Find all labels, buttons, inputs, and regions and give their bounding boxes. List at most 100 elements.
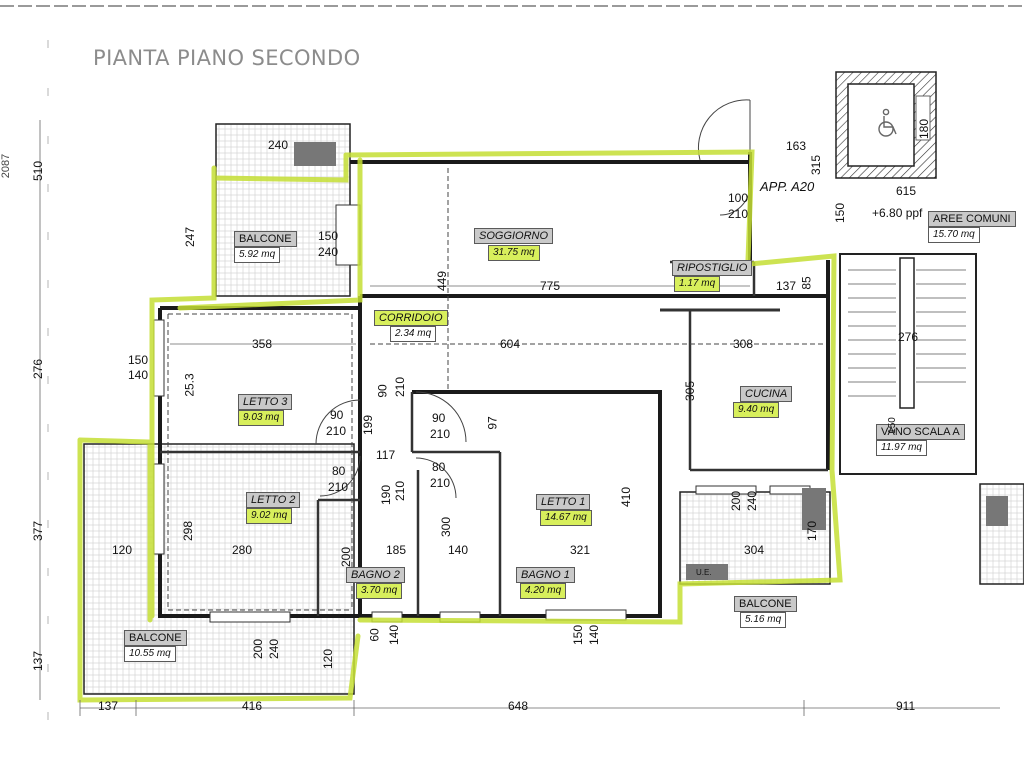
dim-label: 416 — [242, 699, 263, 713]
dim-label: 60 — [367, 628, 382, 642]
dim-label: 775 — [540, 279, 561, 293]
dim-label: 911 — [896, 699, 916, 713]
dim-label: 137 — [98, 699, 119, 713]
bagno2-area: 3.70 mq — [356, 583, 403, 599]
dim-label: 185 — [386, 543, 407, 557]
dim-label: 120 — [321, 648, 336, 670]
dim-label: 180 — [917, 118, 932, 140]
dim-label: 140 — [448, 543, 469, 557]
balcone-sw-area: 10.55 mq — [124, 646, 176, 662]
corridoio-label: CORRIDOIO — [374, 310, 448, 326]
dim-label: 300 — [439, 516, 454, 538]
ripostiglio-area: 1.17 mq — [674, 276, 721, 292]
dim-label: 280 — [232, 543, 253, 557]
letto2-label: LETTO 2 — [246, 492, 301, 508]
dim-label: 150 — [571, 624, 586, 646]
dim-label: 240 — [318, 245, 339, 259]
vano-scala-label: VANO SCALA A — [876, 424, 965, 440]
corridoio-area: 2.34 mq — [390, 326, 437, 342]
dim-label: 80 — [432, 460, 446, 474]
dim-label: 170 — [805, 520, 820, 542]
cucina-label: CUCINA — [740, 386, 793, 402]
dim-label: 210 — [393, 376, 408, 398]
dim-label: 315 — [809, 154, 824, 176]
dim-label: 210 — [326, 424, 347, 438]
letto1-area: 14.67 mq — [540, 510, 592, 526]
dim-label: 321 — [570, 543, 591, 557]
dim-label: 25.3 — [182, 373, 197, 397]
dim-label: 150 — [128, 353, 149, 367]
dim-label: 410 — [619, 486, 634, 508]
level-marker: +6.80 ppf — [872, 206, 923, 220]
dim-label: 150 — [318, 229, 339, 243]
dim-label: 298 — [181, 520, 196, 542]
letto3-area: 9.03 mq — [238, 410, 285, 426]
balcone-nw-label: BALCONE — [234, 231, 297, 247]
dim-label: 200 — [251, 638, 266, 660]
dim-label: 200 — [729, 490, 744, 512]
dim-label: 377 — [31, 520, 46, 542]
dim-label: U.E. — [696, 568, 712, 577]
dim-label: 190 — [379, 484, 394, 506]
dim-label: 510 — [31, 160, 46, 182]
letto1-label: LETTO 1 — [536, 494, 591, 510]
dim-label: 210 — [728, 207, 749, 221]
dim-label: 140 — [128, 368, 149, 382]
dim-label: 117 — [376, 448, 396, 462]
dim-label: 137 — [31, 650, 46, 672]
dim-label: 210 — [328, 480, 349, 494]
dim-label: 97 — [485, 416, 500, 430]
dim-label: 358 — [252, 337, 273, 351]
balcone-se-label: BALCONE — [734, 596, 797, 612]
dim-label: 604 — [500, 337, 521, 351]
dim-label: 449 — [435, 270, 450, 292]
soggiorno-area: 31.75 mq — [488, 245, 540, 261]
dim-label: 90 — [375, 384, 390, 398]
dim-label: 240 — [745, 490, 760, 512]
dim-label: 90 — [330, 408, 344, 422]
ripostiglio-label: RIPOSTIGLIO — [672, 260, 753, 276]
dim-label: 240 — [267, 638, 282, 660]
bagno1-label: BAGNO 1 — [516, 567, 575, 583]
balcone-se-area: 5.16 mq — [740, 612, 787, 628]
dim-label: 210 — [430, 427, 451, 441]
dim-label: 2087 — [0, 153, 13, 179]
dim-label: 276 — [31, 358, 46, 380]
dim-label: 100 — [728, 191, 749, 205]
dim-label: 648 — [508, 699, 529, 713]
dim-label: 137 — [776, 279, 797, 293]
plan-title: PIANTA PIANO SECONDO — [93, 46, 361, 70]
dim-label: 163 — [786, 139, 807, 153]
dim-label: 120 — [112, 543, 133, 557]
dim-label: 200 — [339, 546, 354, 568]
balcone-sw-label: BALCONE — [124, 630, 187, 646]
apartment-code: APP. A20 — [760, 179, 815, 194]
bagno2-label: BAGNO 2 — [346, 567, 405, 583]
dim-label: 240 — [268, 138, 289, 152]
dim-label: 150 — [833, 202, 848, 224]
aree-comuni-label: AREE COMUNI — [928, 211, 1016, 227]
dim-label: 615 — [896, 184, 917, 198]
accessibility-icon — [878, 108, 897, 137]
bagno1-area: 4.20 mq — [520, 583, 567, 599]
dim-label: 90 — [432, 411, 446, 425]
soggiorno-label: SOGGIORNO — [474, 228, 554, 244]
dim-label: 305 — [683, 380, 698, 402]
aree-comuni-area: 15.70 mq — [928, 227, 980, 243]
dim-label: 210 — [393, 480, 408, 502]
dim-label: 276 — [898, 330, 919, 344]
dim-label: 80 — [332, 464, 346, 478]
dim-label: 247 — [183, 226, 198, 248]
dim-label: 304 — [744, 543, 765, 557]
cucina-area: 9.40 mq — [733, 402, 780, 418]
letto3-label: LETTO 3 — [238, 394, 293, 410]
dim-label: 150 — [886, 417, 898, 434]
dim-label: 210 — [430, 476, 451, 490]
balcone-nw-area: 5.92 mq — [234, 247, 281, 263]
dim-label: 140 — [387, 624, 402, 646]
dim-label: 85 — [799, 276, 814, 290]
dim-label: 308 — [733, 337, 754, 351]
dim-label: 140 — [587, 624, 602, 646]
dim-label: 199 — [361, 414, 376, 436]
